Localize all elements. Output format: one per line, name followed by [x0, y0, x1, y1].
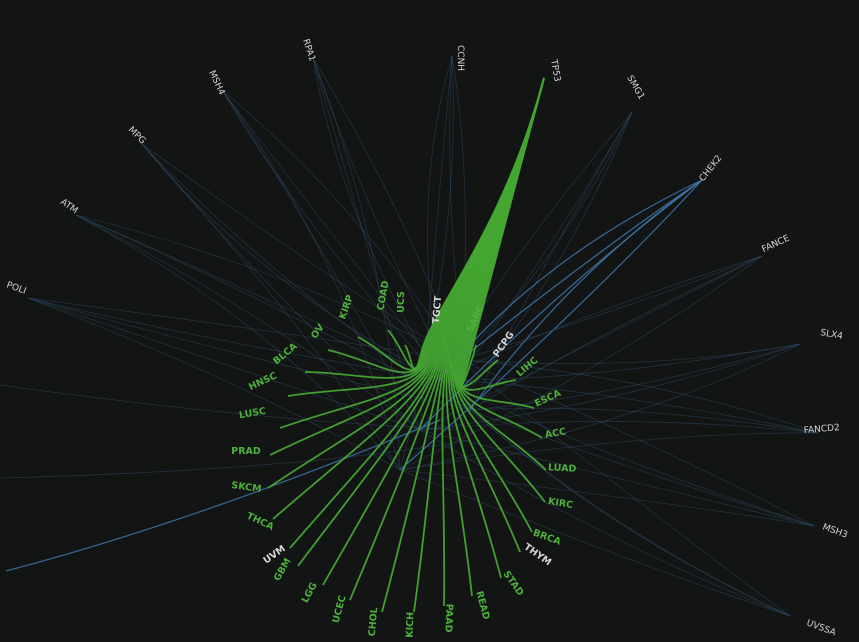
gene-edge-rpa1: [312, 57, 441, 381]
gene-edge-fancd2: [459, 359, 819, 434]
edge-layer: [0, 55, 819, 617]
cancer-label-esca[interactable]: ESCA: [533, 388, 563, 410]
gene-label-tp53[interactable]: TP53: [548, 58, 562, 83]
gene-edge-mpg: [141, 143, 461, 361]
gene-edge-msh3: [459, 359, 815, 527]
gene-edge-fance: [469, 255, 763, 411]
cancer-label-ucs[interactable]: UCS: [396, 291, 407, 313]
cancer-label-ov[interactable]: OV: [309, 322, 327, 341]
gene-label-msh3[interactable]: MSH3: [821, 522, 849, 540]
gene-label-mpg[interactable]: MPG: [126, 125, 147, 146]
cancer-label-hnsc[interactable]: HNSC: [247, 370, 279, 393]
gene-edge-mpg: [141, 143, 401, 471]
gene-edge-mpg: [141, 143, 421, 431]
gene-edge-fancd2: [469, 407, 819, 434]
gene-label-fancd2[interactable]: FANCD2: [803, 423, 840, 436]
gene-label-chek2[interactable]: CHEK2: [698, 154, 725, 184]
gene-edge-msh4: [221, 89, 401, 471]
cancer-label-blca[interactable]: BLCA: [271, 341, 300, 368]
gene-label-ccnh[interactable]: CCNH: [455, 45, 465, 71]
gene-edge-offscreen-left: [5, 419, 441, 572]
gene-edge-msh3: [469, 409, 815, 527]
cancer-label-kich[interactable]: KICH: [405, 612, 417, 638]
gene-edge-msh4: [221, 89, 441, 381]
gene-edge-atm: [75, 214, 461, 361]
gene-edge-smg1: [459, 111, 633, 361]
cancer-label-lusc[interactable]: LUSC: [238, 406, 267, 422]
gene-label-atm[interactable]: ATM: [58, 197, 79, 216]
gene-edge-atm: [75, 214, 421, 431]
gene-edge-msh4: [221, 89, 461, 361]
gene-label-uvssa[interactable]: UVSSA: [805, 618, 838, 638]
gene-edge-fancd2: [419, 421, 819, 434]
gene-edge-offscreen-left-3: [0, 439, 471, 479]
gene-edge-msh3: [399, 469, 815, 527]
cancer-label-ucec[interactable]: UCEC: [331, 594, 349, 624]
highlighted-edge-layer: [267, 77, 547, 613]
cancer-label-paad[interactable]: PAAD: [442, 604, 454, 633]
gene-edge-atm: [75, 214, 401, 471]
cancer-label-acc[interactable]: ACC: [544, 426, 567, 441]
gene-label-msh4[interactable]: MSH4: [206, 69, 226, 97]
gene-edge-fancd2: [399, 432, 819, 471]
gene-edge-rpa1: [312, 57, 401, 471]
cancer-label-kirc[interactable]: KIRC: [547, 496, 574, 511]
gene-label-rpa1[interactable]: RPA1: [300, 38, 317, 63]
cancer-label-luad[interactable]: LUAD: [548, 462, 577, 474]
gene-edge-smg1: [469, 111, 633, 411]
cancer-label-coad[interactable]: COAD: [376, 280, 392, 312]
gene-edge-msh3: [419, 429, 815, 527]
cancer-label-read[interactable]: READ: [473, 590, 491, 621]
gene-label-poli[interactable]: POLI: [5, 280, 27, 296]
gene-edge-chek2: [459, 179, 703, 361]
gene-edge-fance: [459, 255, 763, 361]
gene-edge-atm: [75, 214, 471, 411]
cancer-label-brca[interactable]: BRCA: [531, 528, 563, 548]
gene-edge-ccnh: [399, 55, 454, 471]
gene-edge-slx4: [419, 343, 801, 431]
gene-label-slx4[interactable]: SLX4: [819, 328, 843, 342]
gene-edge-poli: [27, 297, 441, 381]
gene-edge-slx4: [439, 343, 801, 381]
cancer-label-stad[interactable]: STAD: [501, 569, 526, 598]
gene-edge-uvssa: [419, 429, 791, 617]
gene-label-smg1[interactable]: SMG1: [624, 74, 646, 102]
gene-edge-uvssa: [469, 409, 791, 617]
gene-edge-uvssa: [439, 379, 791, 617]
gene-edge-msh3: [439, 379, 815, 527]
gene-label-fance[interactable]: FANCE: [761, 234, 792, 256]
gene-edge-fance: [439, 255, 763, 381]
gene-edge-slx4: [399, 343, 801, 471]
cancer-label-chol[interactable]: CHOL: [367, 607, 380, 637]
cancer-label-tgct[interactable]: TGCT: [431, 295, 444, 324]
cancer-label-prad[interactable]: PRAD: [231, 446, 261, 457]
gene-edge-poli: [27, 297, 461, 361]
cancer-label-thym[interactable]: THYM: [522, 542, 554, 569]
gene-edge-uvssa: [459, 359, 791, 617]
gene-edge-slx4: [459, 343, 801, 364]
gene-edge-uvssa: [399, 469, 791, 617]
tp53-edge-prad: [269, 77, 545, 456]
gene-edge-smg1: [399, 111, 633, 471]
tp53-edge-tgct: [440, 77, 545, 385]
gene-edge-fancd2: [439, 379, 819, 434]
cancer-label-thca[interactable]: THCA: [245, 511, 276, 533]
cancer-label-lgg[interactable]: LGG: [300, 581, 320, 605]
gene-edge-msh4: [221, 89, 421, 431]
gene-edge-smg1: [419, 111, 633, 431]
cancer-label-skcm[interactable]: SKCM: [231, 480, 262, 495]
gene-edge-slx4: [469, 343, 801, 411]
gene-edge-poli: [27, 297, 421, 431]
